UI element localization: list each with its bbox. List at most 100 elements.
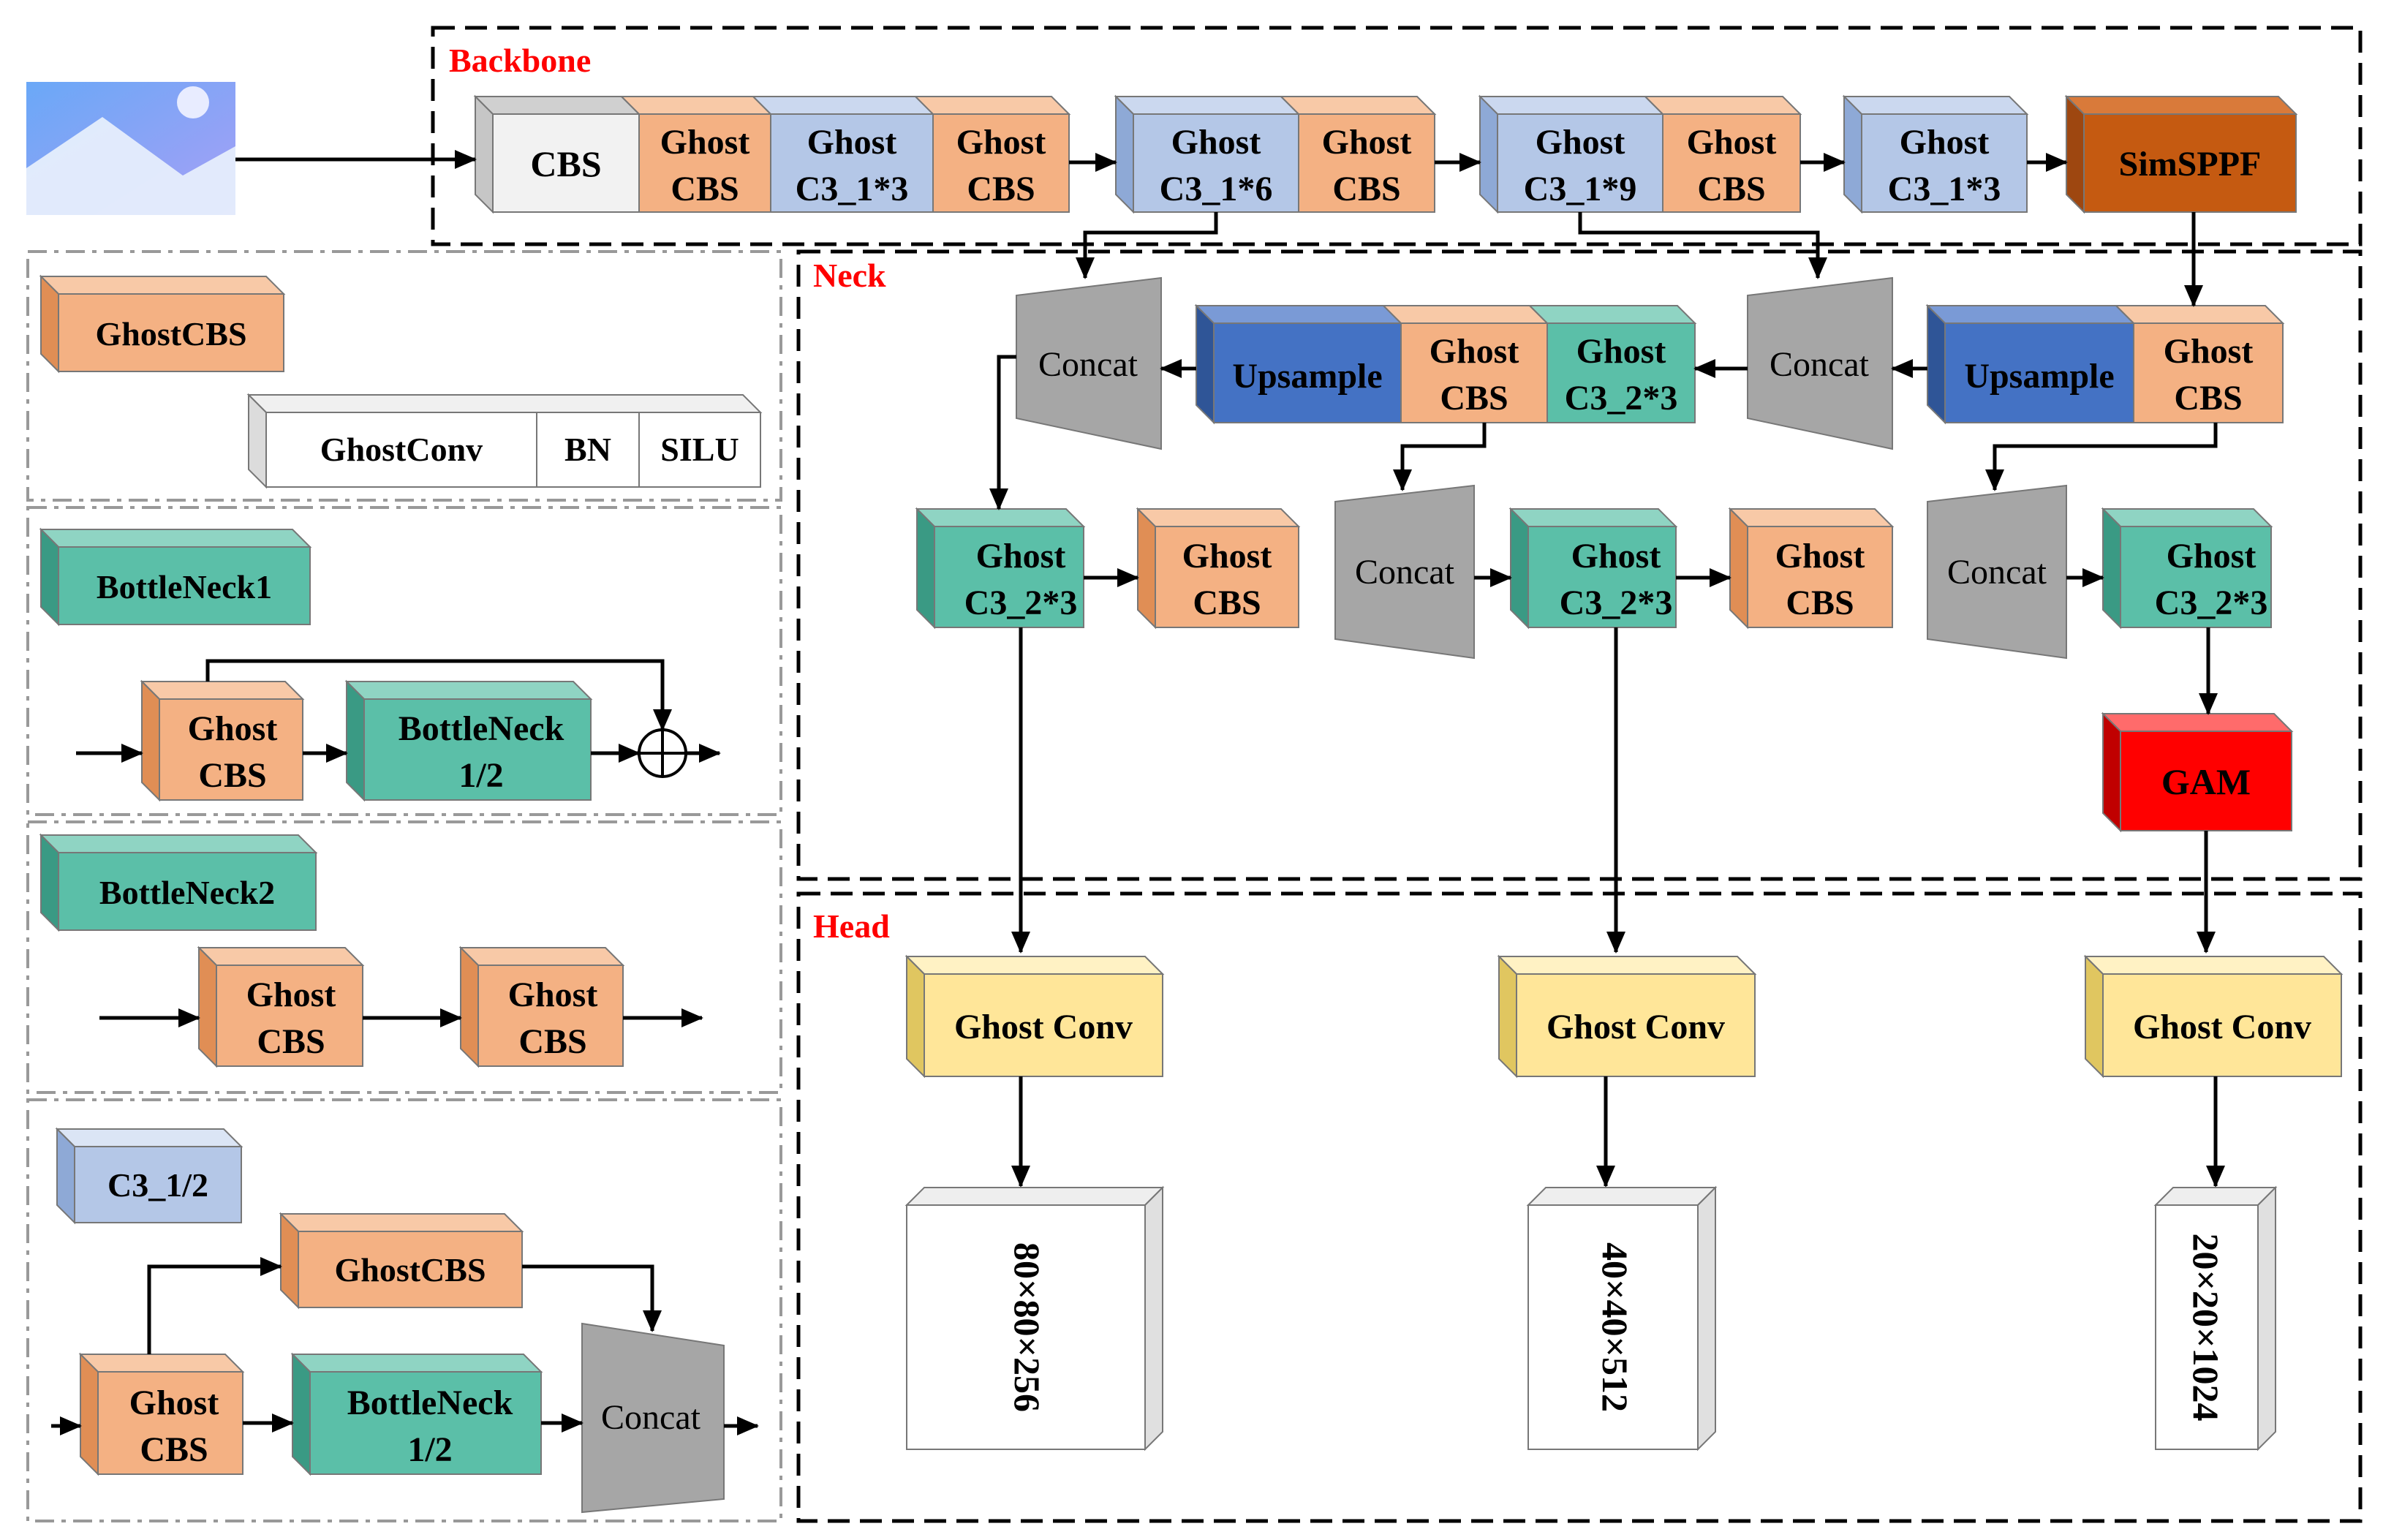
backbone-stage-4: Ghost C3_1*3 (1842, 94, 2029, 214)
legend-ghost-line1: Ghost (246, 975, 336, 1014)
backbone-stage-3: Ghost C3_1*9 Ghost CBS (1478, 94, 1802, 214)
section-label-neck: Neck (813, 257, 886, 294)
concat-trapezoid: Concat (1016, 276, 1162, 450)
backbone-stage-1: CBS Ghost CBS Ghost C3_1*3 Ghost CBS (473, 94, 1071, 214)
legend-c3-ghostcbs: GhostCBS (334, 1251, 486, 1288)
ghost-cbs-block: Ghost CBS (1136, 507, 1301, 630)
head-frame (796, 891, 2363, 1523)
legend-c3-concat: Concat (601, 1398, 701, 1437)
cbs-block (492, 113, 640, 213)
legend-c3: C3_1/2 GhostCBS Ghost CBS BottleNeck 1/2… (51, 1127, 759, 1514)
upsample-label: Upsample (1232, 357, 1382, 396)
concat-label: Concat (1947, 553, 2047, 592)
ghost-cbs-line2: CBS (1697, 170, 1765, 208)
ghost-c3-line1: Ghost (976, 537, 1066, 575)
ghost-c3-line1: Ghost (1536, 123, 1625, 162)
legend-bottleneck-line2: 1/2 (407, 1430, 452, 1469)
ghost-c3-block (1497, 113, 1663, 213)
legend-ghostcbs-title: GhostCBS (95, 315, 246, 352)
ghost-c3-line2: C3_2*3 (2155, 584, 2268, 622)
ghost-c3-block: Ghost C3_2*3 (2101, 507, 2273, 630)
ghost-cbs-line2: CBS (671, 170, 739, 208)
legend-bottleneck2-title: BottleNeck2 (99, 874, 275, 911)
ghost-c3-block (1861, 113, 2028, 213)
backbone-stage-2: Ghost C3_1*6 Ghost CBS (1114, 94, 1437, 214)
ghost-cbs-line1: Ghost (1775, 537, 1865, 575)
legend-frame-c3 (26, 1098, 782, 1522)
ghost-c3-line1: Ghost (1171, 123, 1261, 162)
ghost-cbs-line1: Ghost (2164, 332, 2254, 371)
legend-bottleneck-line1: BottleNeck (399, 709, 564, 748)
ghost-cbs-line1: Ghost (660, 123, 750, 162)
ghost-c3-block: Ghost C3_2*3 (1508, 507, 1678, 630)
legend-frame-bottleneck2 (26, 820, 782, 1094)
ghost-cbs-line1: Ghost (1322, 123, 1412, 162)
ghost-c3-line2: C3_1*9 (1524, 170, 1637, 208)
legend-ghost-line2: CBS (198, 756, 266, 795)
legend-bottleneck1: BottleNeck1 Ghost CBS BottleNeck 1/2 (39, 527, 721, 802)
legend-ghost-line2: CBS (257, 1022, 325, 1061)
ghost-cbs-line2: CBS (1332, 170, 1400, 208)
ghost-c3-line1: Ghost (807, 123, 897, 162)
ghost-cbs-line2: CBS (967, 170, 1035, 208)
ghost-cbs-block: Ghost CBS (1381, 305, 1549, 423)
legend-ghostcbs: GhostCBS GhostConv BN SILU (39, 274, 763, 489)
ghost-cbs-line2: CBS (1193, 584, 1261, 622)
legend-bottleneck2: BottleNeck2 Ghost CBS Ghost CBS (39, 833, 703, 1068)
sppf-block: SimSPPF (2064, 94, 2298, 214)
cbs-label: CBS (530, 143, 601, 184)
concat-trapezoid: Concat (1334, 484, 1475, 660)
output-shape-label: 40×40×512 (1595, 1242, 1636, 1412)
ghost-cbs-line1: Ghost (1182, 537, 1272, 575)
ghost-cbs-line2: CBS (2174, 379, 2242, 418)
concat-trapezoid: Concat (1747, 276, 1893, 450)
concat-label: Concat (1770, 345, 1870, 384)
ghost-cbs-line1: Ghost (1430, 332, 1519, 371)
legend-ghost-line2: CBS (140, 1430, 208, 1469)
neck-frame (796, 249, 2363, 881)
legend-ghost-line1: Ghost (129, 1384, 219, 1422)
ghost-c3-line2: C3_2*3 (964, 584, 1078, 622)
ghost-c3-line1: Ghost (2167, 537, 2257, 575)
neck-arrows (989, 212, 2218, 954)
legend-bottleneck-line1: BottleNeck (347, 1384, 513, 1422)
head-conv-2: Ghost Conv (1497, 954, 1757, 1079)
legend-part-silu: SILU (660, 431, 739, 468)
section-label-head: Head (813, 907, 890, 945)
legend-part-bn: BN (564, 431, 611, 468)
backbone-arrows (235, 150, 2068, 172)
legend-ghost-line2: CBS (518, 1022, 586, 1061)
output-tensor-40: 40×40×512 (1526, 1185, 1718, 1452)
input-image-icon (26, 82, 235, 215)
ghost-cbs-block (932, 113, 1070, 213)
ghost-c3-line1: Ghost (1571, 537, 1661, 575)
ghost-cbs-block (1298, 113, 1435, 213)
upsample-label: Upsample (1964, 357, 2114, 396)
head-conv-label: Ghost Conv (1547, 1008, 1725, 1046)
legend-part-ghostconv: GhostConv (320, 431, 483, 468)
output-shape-label: 20×20×1024 (2186, 1234, 2227, 1422)
concat-label: Concat (1038, 345, 1138, 384)
head-conv-1: Ghost Conv (905, 954, 1165, 1079)
output-shape-label: 80×80×256 (1007, 1242, 1048, 1412)
ghost-cbs-line1: Ghost (1687, 123, 1777, 162)
gam-label: GAM (2161, 761, 2251, 802)
concat-trapezoid: Concat (1927, 484, 2067, 660)
ghost-c3-line2: C3_2*3 (1565, 379, 1678, 418)
gam-block: GAM (2101, 712, 2294, 833)
output-tensor-80: 80×80×256 (905, 1185, 1165, 1452)
ghost-cbs-line1: Ghost (956, 123, 1046, 162)
backbone-frame (431, 26, 2363, 246)
upsample-block: Upsample (1925, 303, 2136, 425)
ghost-c3-block: Ghost C3_2*3 (1527, 305, 1697, 423)
ghost-c3-line1: Ghost (1576, 332, 1666, 371)
section-label-backbone: Backbone (449, 42, 591, 79)
ghost-cbs-line2: CBS (1440, 379, 1508, 418)
section-frames (431, 26, 2363, 1523)
ghost-cbs-block: Ghost CBS (2114, 305, 2285, 423)
ghost-cbs-line2: CBS (1786, 584, 1854, 622)
ghost-cbs-block: Ghost CBS (1728, 507, 1895, 630)
head-conv-label: Ghost Conv (2133, 1008, 2311, 1046)
output-tensor-20: 20×20×1024 (2153, 1185, 2278, 1452)
